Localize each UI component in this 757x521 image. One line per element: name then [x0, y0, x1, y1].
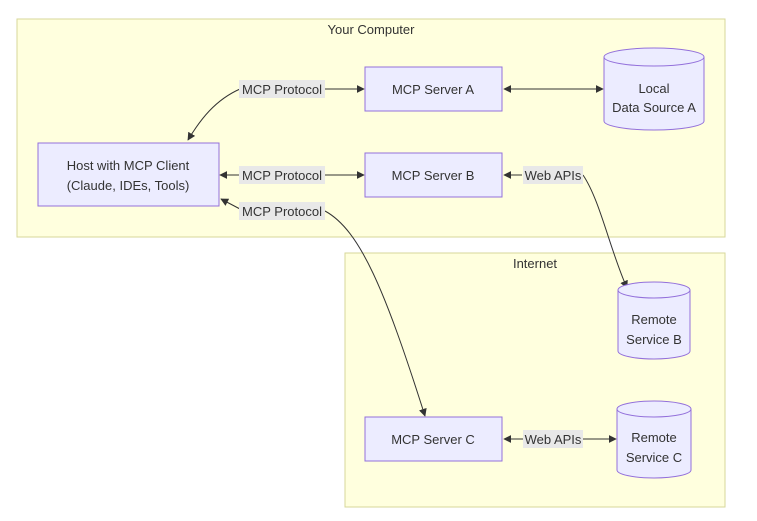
node-local-line-1: Local: [638, 81, 669, 96]
edge-label-c-remote: Web APIs: [523, 430, 583, 448]
node-host-line-2: (Claude, IDEs, Tools): [67, 178, 190, 193]
node-host-mcp-client: Host with MCP Client (Claude, IDEs, Tool…: [37, 142, 220, 207]
edge-label-text: Web APIs: [525, 168, 582, 183]
node-remote-b-line-2: Service B: [626, 332, 682, 347]
node-remote-c-line-2: Service C: [626, 450, 682, 465]
cluster-title-your-computer: Your Computer: [328, 22, 416, 37]
edge-host-server-c: [221, 199, 425, 416]
edge-server-b-remote-b: [504, 175, 627, 288]
node-remote-service-c: Remote Service C: [616, 400, 692, 479]
edge-label-b-remote: Web APIs: [523, 166, 583, 184]
node-mcp-server-a: MCP Server A: [364, 66, 503, 112]
node-server-c-label: MCP Server C: [391, 432, 475, 447]
edge-label-text: MCP Protocol: [242, 82, 322, 97]
node-local-line-2: Data Source A: [612, 100, 696, 115]
edge-label-host-c: MCP Protocol: [239, 202, 325, 220]
node-host-line-1: Host with MCP Client: [67, 158, 190, 173]
cluster-title-internet: Internet: [513, 256, 557, 271]
node-server-b-label: MCP Server B: [392, 168, 475, 183]
node-local-data-source-a: Local Data Source A: [603, 47, 705, 131]
node-remote-b-line-1: Remote: [631, 312, 677, 327]
node-mcp-server-b: MCP Server B: [364, 152, 503, 198]
node-remote-service-b: Remote Service B: [617, 281, 691, 360]
edge-label-text: Web APIs: [525, 432, 582, 447]
edge-label-host-a: MCP Protocol: [239, 80, 325, 98]
node-server-a-label: MCP Server A: [392, 82, 474, 97]
edge-label-host-b: MCP Protocol: [239, 166, 325, 184]
edge-label-text: MCP Protocol: [242, 204, 322, 219]
node-mcp-server-c: MCP Server C: [364, 416, 503, 462]
edge-label-text: MCP Protocol: [242, 168, 322, 183]
node-remote-c-line-1: Remote: [631, 430, 677, 445]
